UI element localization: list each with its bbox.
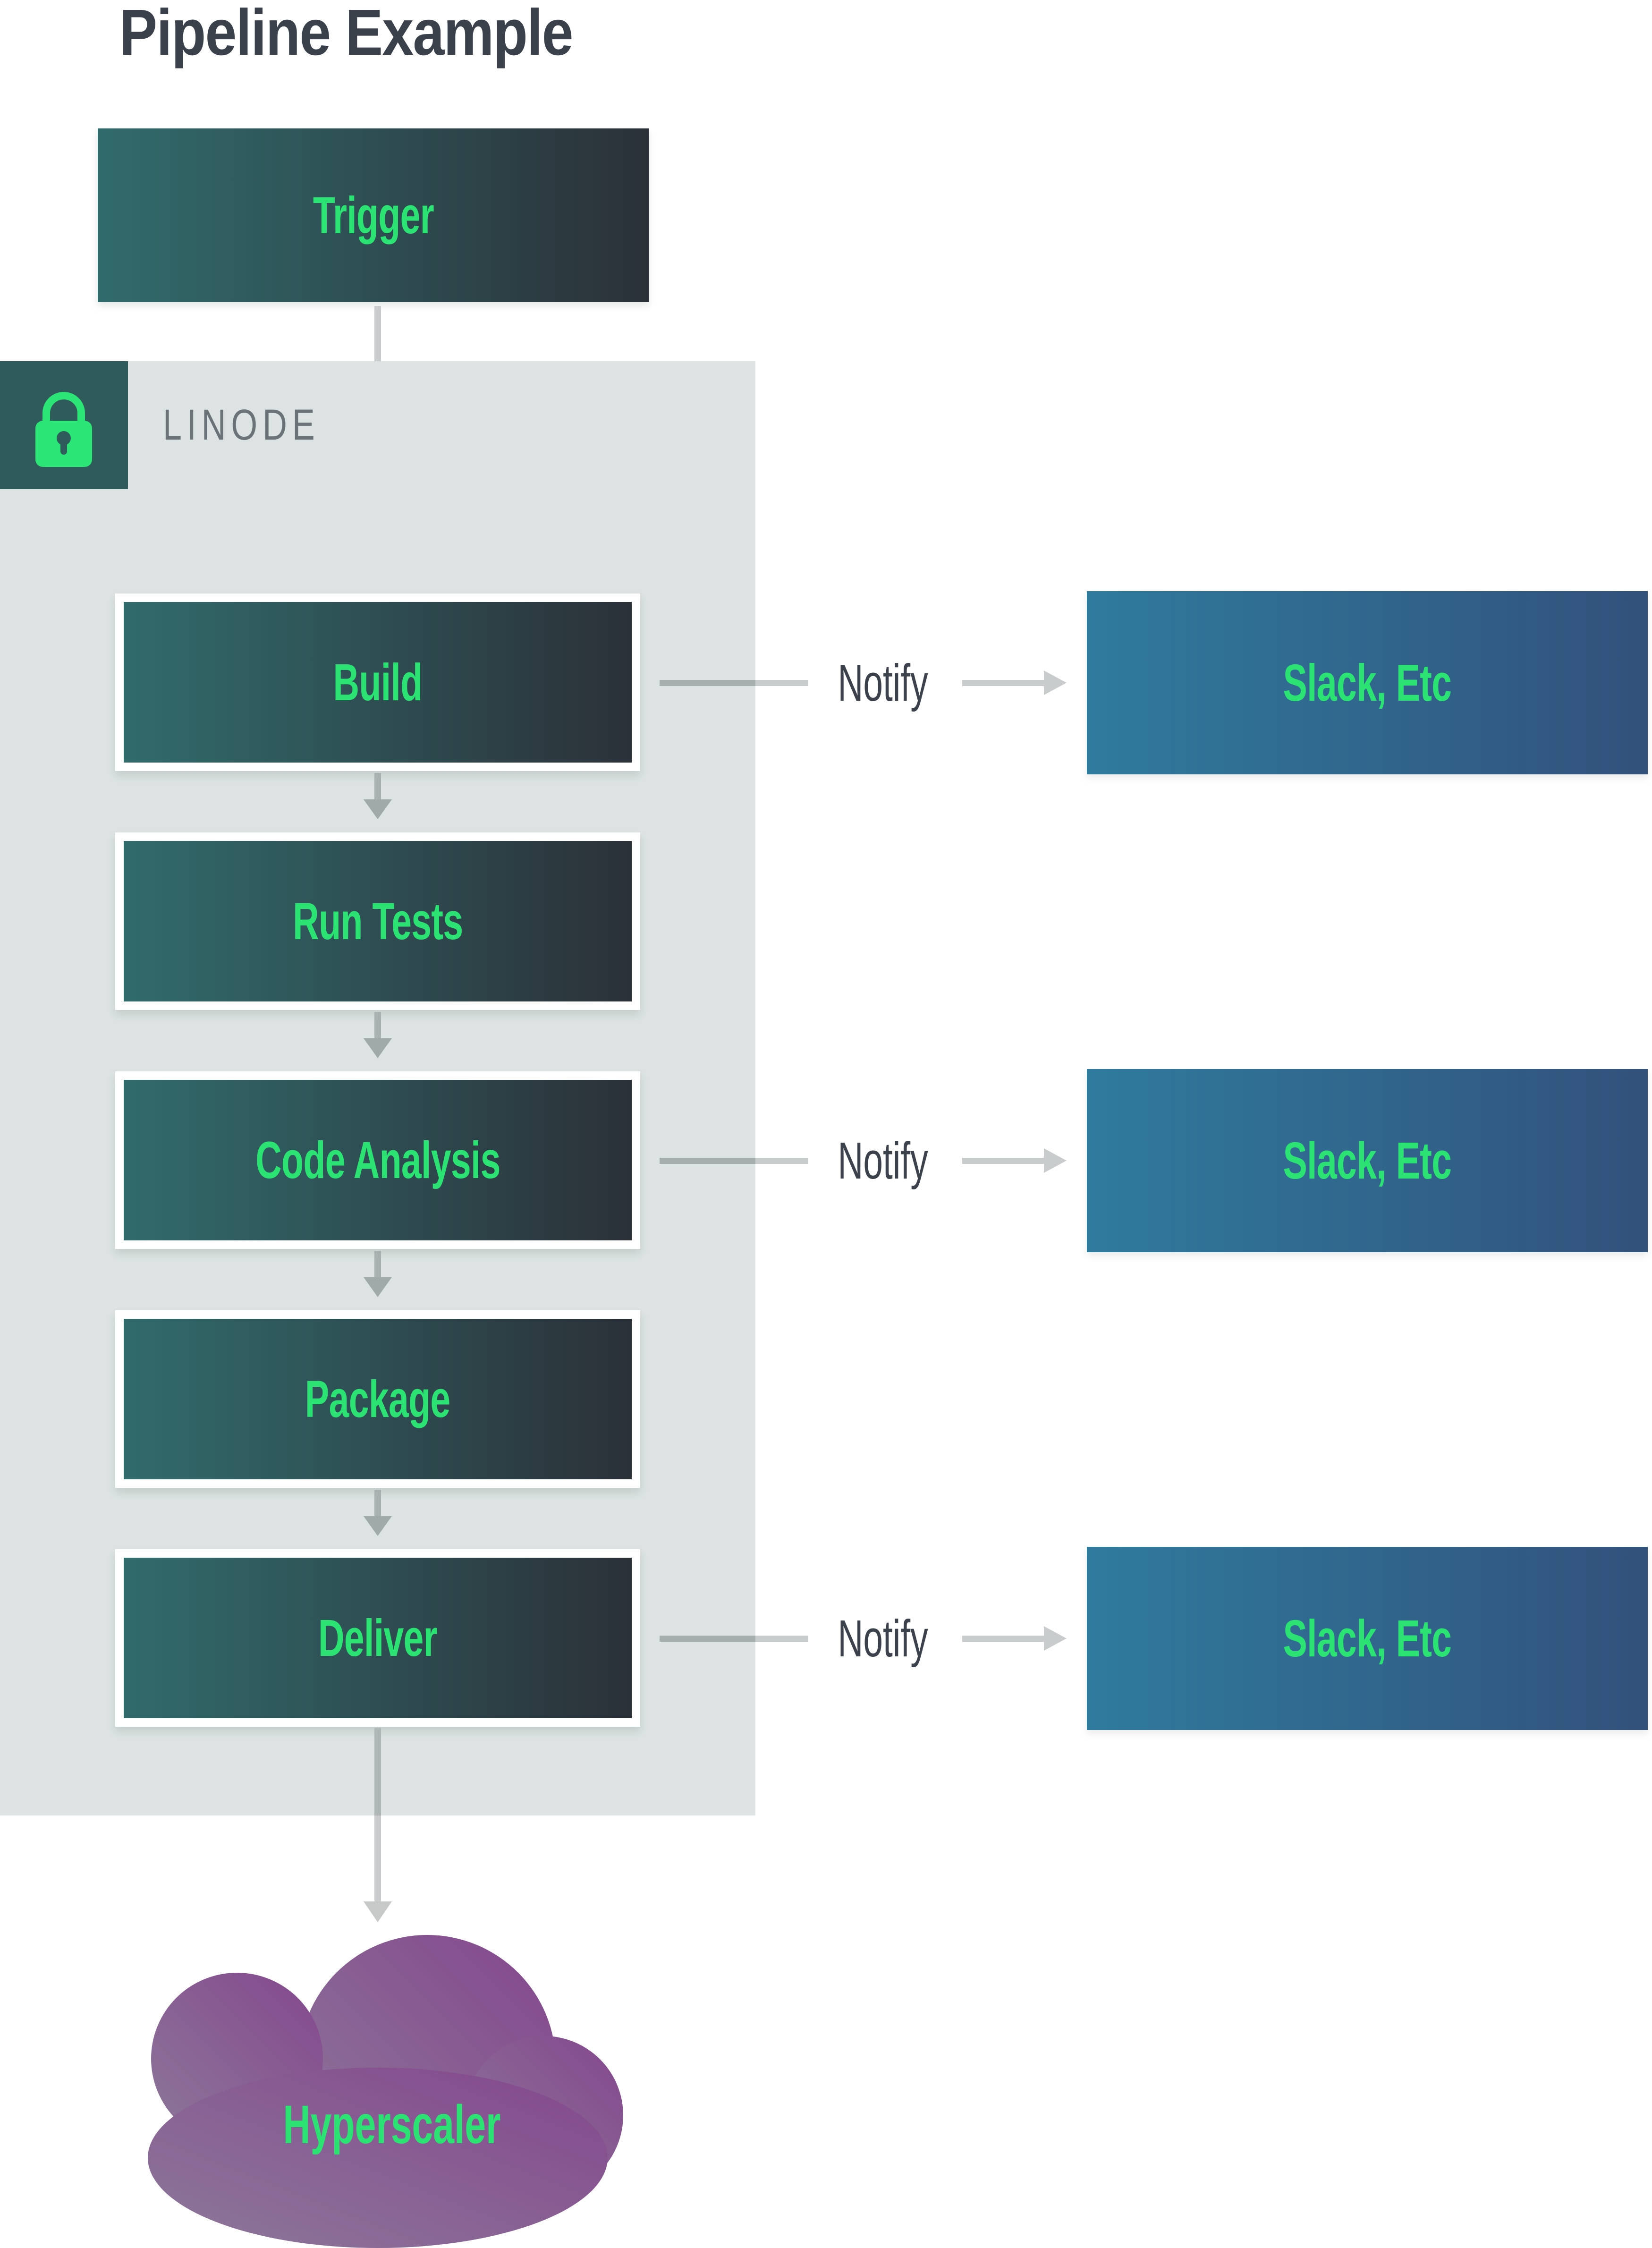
lock-icon xyxy=(35,392,92,467)
stage-node-code-analysis-surface: Code Analysis xyxy=(124,1080,632,1240)
stage-label-package: Package xyxy=(305,1370,450,1428)
arrow-code-analysis-to-package-head xyxy=(364,1277,392,1297)
trigger-label: Trigger xyxy=(313,186,434,245)
cloud-icon xyxy=(148,1935,623,2248)
notify-arrow-build-head xyxy=(1044,670,1067,695)
notify-connector-build-inner xyxy=(660,680,755,686)
notify-connector-deliver-inner xyxy=(660,1636,755,1642)
slack-label-deliver: Slack, Etc xyxy=(1283,1609,1452,1668)
stage-label-code-analysis: Code Analysis xyxy=(255,1131,500,1189)
notify-connector-deliver-outer xyxy=(755,1636,808,1642)
notify-connector-code-analysis-inner xyxy=(660,1158,755,1164)
stage-label-deliver: Deliver xyxy=(318,1609,438,1667)
notify-arrow-deliver-head xyxy=(1044,1626,1067,1651)
stage-label-run-tests: Run Tests xyxy=(292,892,463,950)
stage-node-package-surface: Package xyxy=(124,1319,632,1479)
stage-node-build-surface: Build xyxy=(124,602,632,763)
arrow-run-tests-to-code-analysis-head xyxy=(364,1038,392,1058)
stage-node-package: Package xyxy=(115,1310,640,1488)
arrow-deliver-to-cloud-head xyxy=(364,1901,392,1922)
lock-badge xyxy=(0,361,128,489)
stage-node-deliver-surface: Deliver xyxy=(124,1558,632,1718)
notify-label-deliver: Notify xyxy=(838,1609,928,1668)
notify-label-code-analysis: Notify xyxy=(838,1131,928,1190)
slack-node-deliver: Slack, Etc xyxy=(1087,1547,1648,1730)
notify-arrow-code-analysis-shaft xyxy=(962,1158,1044,1164)
arrow-package-to-deliver-shaft xyxy=(374,1490,381,1516)
slack-label-build: Slack, Etc xyxy=(1283,653,1452,712)
notify-arrow-deliver-shaft xyxy=(962,1636,1044,1642)
arrow-build-to-run-tests-shaft xyxy=(374,773,381,799)
arrow-package-to-deliver-head xyxy=(364,1516,392,1536)
slack-node-build: Slack, Etc xyxy=(1087,591,1648,774)
stage-node-run-tests-surface: Run Tests xyxy=(124,841,632,1001)
arrow-build-to-run-tests-head xyxy=(364,799,392,819)
arrow-deliver-to-cloud-shaft xyxy=(374,1728,381,1901)
arrow-run-tests-to-code-analysis-shaft xyxy=(374,1012,381,1038)
arrow-code-analysis-to-package-shaft xyxy=(374,1251,381,1277)
notify-arrow-build-shaft xyxy=(962,680,1044,686)
notify-connector-build-outer xyxy=(755,680,808,686)
stage-node-deliver: Deliver xyxy=(115,1549,640,1727)
slack-node-code-analysis: Slack, Etc xyxy=(1087,1069,1648,1252)
stage-node-code-analysis: Code Analysis xyxy=(115,1071,640,1249)
notify-arrow-code-analysis-head xyxy=(1044,1148,1067,1173)
notify-connector-code-analysis-outer xyxy=(755,1158,808,1164)
cloud-label: Hyperscaler xyxy=(283,2095,501,2155)
stage-label-build: Build xyxy=(333,653,423,712)
page-title: Pipeline Example xyxy=(119,0,573,69)
stage-node-build: Build xyxy=(115,594,640,771)
slack-label-code-analysis: Slack, Etc xyxy=(1283,1131,1452,1190)
trigger-node: Trigger xyxy=(98,128,649,302)
stage-node-run-tests: Run Tests xyxy=(115,832,640,1010)
notify-label-build: Notify xyxy=(838,653,928,712)
linode-zone-label: LINODE xyxy=(163,401,320,449)
